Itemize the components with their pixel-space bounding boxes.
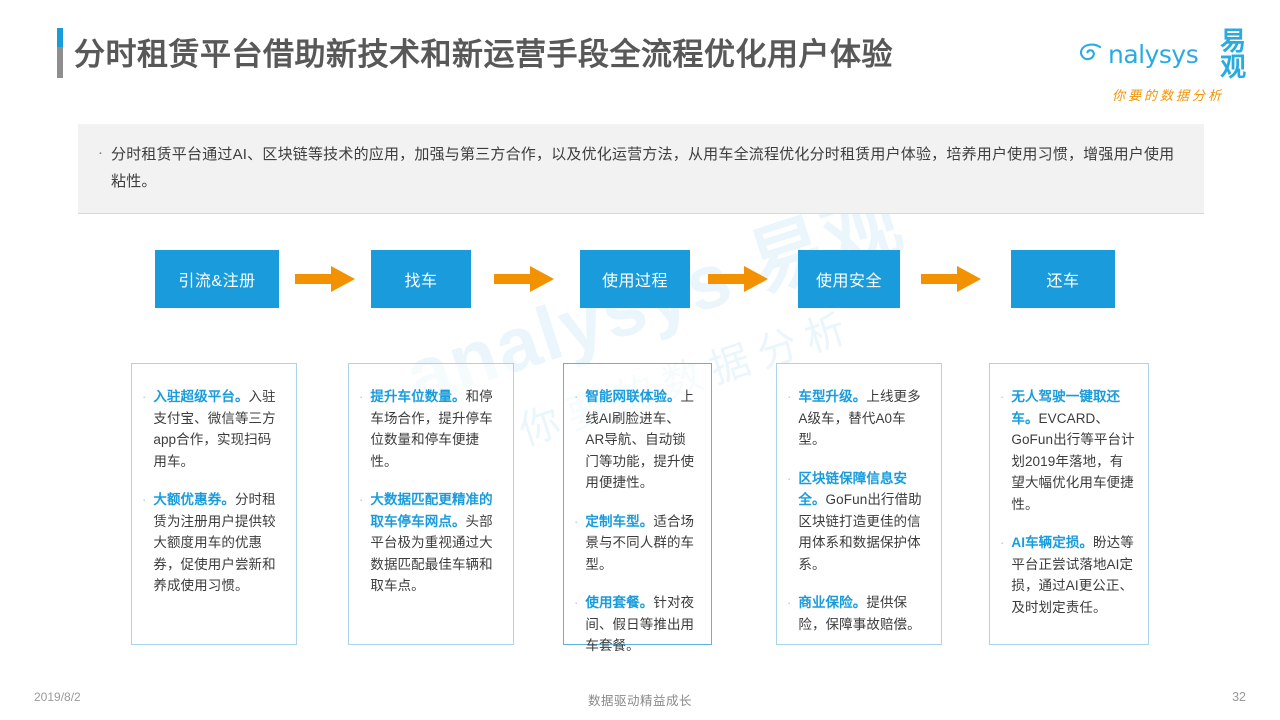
bullet-heading: 智能网联体验。	[585, 389, 681, 404]
card-bullet: · 提升车位数量。和停车场合作，提升停车位数量和停车便捷性。	[359, 386, 500, 472]
flow-arrow-icon-2	[494, 266, 554, 292]
title-accent-bar	[57, 28, 63, 78]
bullet-text: 分时租赁为注册用户提供较大额度用车的优惠券，促使用户尝新和养成使用习惯。	[153, 492, 276, 593]
card-bullet: · 使用套餐。针对夜间、假日等推出用车套餐。	[574, 592, 698, 657]
bullet-body: 无人驾驶一键取还车。EVCARD、GoFun出行等平台计划2019年落地，有望大…	[1011, 386, 1135, 515]
bullet-body: 提升车位数量。和停车场合作，提升停车位数量和停车便捷性。	[370, 386, 500, 472]
bullet-heading: 大数据匹配更精准的取车停车网点。	[370, 492, 493, 529]
analysys-logo-icon	[1079, 43, 1102, 61]
summary-text: 分时租赁平台通过AI、区块链等技术的应用，加强与第三方合作，以及优化运营方法，从…	[111, 146, 1175, 190]
bullet-dot-icon: ·	[142, 389, 147, 404]
footer-slogan: 数据驱动精益成长	[587, 694, 692, 708]
flow-step-4[interactable]: 使用安全	[798, 250, 900, 308]
flow-step-label: 还车	[1046, 273, 1080, 290]
flow-step-2[interactable]: 找车	[371, 250, 471, 308]
detail-cards: · 入驻超级平台。入驻支付宝、微信等三方app合作，实现扫码用车。 · 大额优惠券。分…	[0, 363, 1280, 653]
card-bullet: · AI车辆定损。盼达等平台正尝试落地AI定损，通过AI更公正、及时划定责任。	[1000, 532, 1135, 618]
bullet-text: 和停车场合作，提升停车位数量和停车便捷性。	[370, 389, 493, 469]
flow-arrow-icon-3	[708, 266, 768, 292]
bullet-text: EVCARD、GoFun出行等平台计划2019年落地，有望大幅优化用车便捷性。	[1011, 410, 1135, 512]
bullet-heading: 大额优惠券。	[153, 492, 235, 507]
bullet-body: 区块链保障信息安全。GoFun出行借助区块链打造更佳的信用体系和数据保护体系。	[798, 468, 928, 576]
card-bullet: · 大额优惠券。分时租赁为注册用户提供较大额度用车的优惠券，促使用户尝新和养成使用…	[142, 489, 283, 597]
brand-logo: nalysys 易观 你要的数据分析	[1078, 28, 1258, 104]
flow-arrow-icon-1	[295, 266, 355, 292]
flow-arrow-icon-4	[921, 266, 981, 292]
flow-step-label: 使用安全	[815, 273, 882, 290]
card-bullet: · 区块链保障信息安全。GoFun出行借助区块链打造更佳的信用体系和数据保护体系。	[787, 468, 928, 576]
bullet-dot-icon: ·	[787, 595, 792, 610]
card-bullet: · 智能网联体验。上线AI刷脸进车、AR导航、自动锁门等功能，提升使用便捷性。	[574, 386, 698, 494]
bullet-body: 商业保险。提供保险，保障事故赔偿。	[798, 592, 928, 635]
logo-tagline: 你要的数据分析	[1111, 88, 1224, 103]
summary-box: · 分时租赁平台通过AI、区块链等技术的应用，加强与第三方合作，以及优化运营方法…	[78, 124, 1204, 214]
bullet-body: 大数据匹配更精准的取车停车网点。头部平台极为重视通过大数据匹配最佳车辆和取车点。	[370, 489, 500, 597]
bullet-body: AI车辆定损。盼达等平台正尝试落地AI定损，通过AI更公正、及时划定责任。	[1011, 532, 1135, 618]
bullet-text: 提供保险，保障事故赔偿。	[798, 595, 921, 632]
bullet-heading: AI车辆定损。	[1011, 535, 1094, 550]
bullet-dot-icon: ·	[574, 389, 579, 404]
flow-step-label: 找车	[404, 273, 438, 290]
detail-card-4: · 车型升级。上线更多A级车，替代A0车型。 · 区块链保障信息安全。GoFun出行借…	[776, 363, 942, 645]
bullet-dot-icon: ·	[574, 595, 579, 610]
bullet-dot-icon: ·	[142, 492, 147, 507]
detail-card-2: · 提升车位数量。和停车场合作，提升停车位数量和停车便捷性。 · 大数据匹配更精准的取…	[348, 363, 514, 645]
bullet-text: 针对夜间、假日等推出用车套餐。	[585, 595, 695, 653]
bullet-text: 适合场景与不同人群的车型。	[585, 513, 695, 572]
bullet-heading: 商业保险。	[798, 595, 867, 610]
card-bullet: · 入驻超级平台。入驻支付宝、微信等三方app合作，实现扫码用车。	[142, 386, 283, 472]
card-bullet: · 车型升级。上线更多A级车，替代A0车型。	[787, 386, 928, 451]
bullet-heading: 使用套餐。	[585, 595, 654, 610]
logo-text-cn: 易观	[1220, 26, 1248, 82]
card-bullet: · 商业保险。提供保险，保障事故赔偿。	[787, 592, 928, 635]
logo-text-en: nalysys	[1108, 39, 1199, 69]
slide-footer: 2019/8/2 数据驱动精益成长 32	[0, 680, 1280, 720]
bullet-dot-icon: ·	[359, 389, 364, 404]
process-flow: 引流&注册 找车 使用过程 使用安全 还车	[0, 250, 1280, 310]
bullet-body: 入驻超级平台。入驻支付宝、微信等三方app合作，实现扫码用车。	[153, 386, 283, 472]
bullet-text: 上线AI刷脸进车、AR导航、自动锁门等功能，提升使用便捷性。	[585, 389, 695, 490]
detail-card-3: · 智能网联体验。上线AI刷脸进车、AR导航、自动锁门等功能，提升使用便捷性。 · 定…	[563, 363, 712, 653]
bullet-dot-icon: ·	[787, 389, 792, 404]
flow-step-3[interactable]: 使用过程	[580, 250, 690, 308]
slide-header: 分时租赁平台借助新技术和新运营手段全流程优化用户体验 nalysys 易观 你要…	[0, 0, 1280, 103]
detail-card-5: · 无人驾驶一键取还车。EVCARD、GoFun出行等平台计划2019年落地，有望…	[989, 363, 1149, 645]
flow-step-label: 使用过程	[601, 273, 668, 290]
bullet-text: 入驻支付宝、微信等三方app合作，实现扫码用车。	[153, 389, 276, 469]
bullet-dot-icon: ·	[574, 513, 579, 529]
bullet-body: 大额优惠券。分时租赁为注册用户提供较大额度用车的优惠券，促使用户尝新和养成使用习…	[153, 489, 283, 597]
footer-page-number: 32	[1232, 690, 1246, 704]
bullet-heading: 定制车型。	[585, 513, 654, 529]
card-bullet: · 定制车型。适合场景与不同人群的车型。	[574, 511, 698, 576]
summary-bullet-icon: ·	[98, 144, 103, 161]
bullet-text: 头部平台极为重视通过大数据匹配最佳车辆和取车点。	[370, 513, 493, 594]
flow-step-1[interactable]: 引流&注册	[155, 250, 279, 308]
flow-step-5[interactable]: 还车	[1011, 250, 1115, 308]
bullet-heading: 入驻超级平台。	[153, 389, 249, 404]
bullet-dot-icon: ·	[1000, 535, 1005, 550]
bullet-dot-icon: ·	[787, 470, 792, 486]
bullet-heading: 无人驾驶一键取还车。	[1011, 389, 1121, 426]
bullet-text: GoFun出行借助区块链打造更佳的信用体系和数据保护体系。	[798, 492, 922, 572]
bullet-text: 上线更多A级车，替代A0车型。	[798, 389, 921, 447]
bullet-body: 定制车型。适合场景与不同人群的车型。	[585, 511, 698, 576]
bullet-dot-icon: ·	[359, 492, 364, 507]
flow-step-label: 引流&注册	[178, 273, 256, 290]
bullet-body: 车型升级。上线更多A级车，替代A0车型。	[798, 386, 928, 451]
page-title: 分时租赁平台借助新技术和新运营手段全流程优化用户体验	[74, 37, 893, 73]
card-bullet: · 无人驾驶一键取还车。EVCARD、GoFun出行等平台计划2019年落地，有望…	[1000, 386, 1135, 515]
detail-card-1: · 入驻超级平台。入驻支付宝、微信等三方app合作，实现扫码用车。 · 大额优惠券。分…	[131, 363, 297, 645]
bullet-body: 智能网联体验。上线AI刷脸进车、AR导航、自动锁门等功能，提升使用便捷性。	[585, 386, 698, 494]
bullet-text: 盼达等平台正尝试落地AI定损，通过AI更公正、及时划定责任。	[1011, 535, 1134, 615]
bullet-heading: 提升车位数量。	[370, 389, 466, 404]
footer-date: 2019/8/2	[34, 690, 81, 704]
card-bullet: · 大数据匹配更精准的取车停车网点。头部平台极为重视通过大数据匹配最佳车辆和取车点…	[359, 489, 500, 597]
bullet-heading: 车型升级。	[798, 389, 867, 404]
bullet-heading: 区块链保障信息安全。	[798, 470, 908, 508]
bullet-dot-icon: ·	[1000, 389, 1005, 404]
bullet-body: 使用套餐。针对夜间、假日等推出用车套餐。	[585, 592, 698, 657]
